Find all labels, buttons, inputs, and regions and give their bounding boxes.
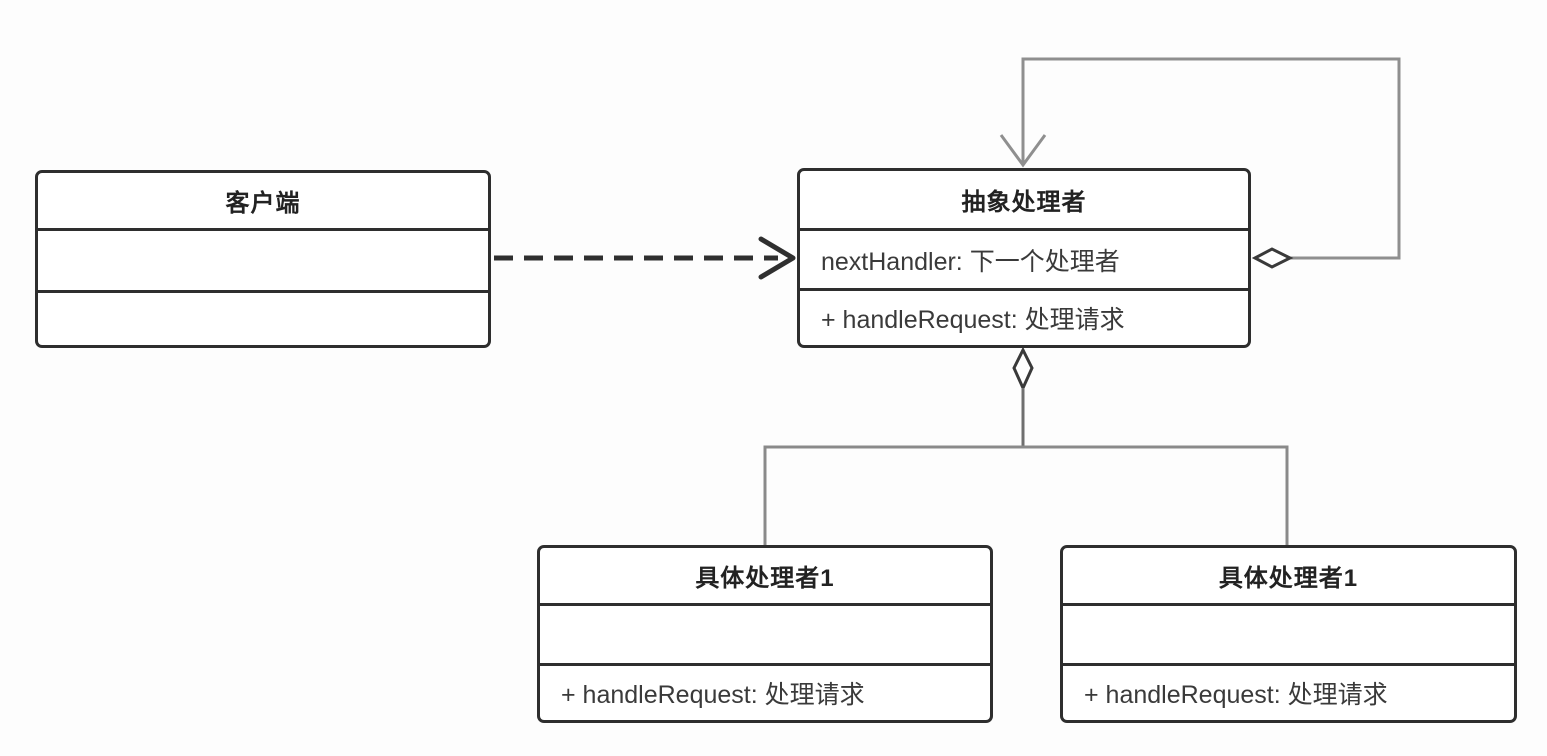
class-attributes	[540, 603, 990, 663]
children-aggregation-tree	[763, 346, 1289, 545]
class-box-concrete-handler-left: 具体处理者1 + handleRequest: 处理请求	[537, 545, 993, 723]
dependency-arrow	[494, 236, 796, 280]
class-attributes: nextHandler: 下一个处理者	[800, 228, 1248, 288]
class-title: 具体处理者1	[1218, 565, 1359, 592]
open-arrowhead-icon	[758, 236, 796, 280]
aggregation-diamond-bottom-icon	[1012, 346, 1034, 392]
loop-arrowhead-icon	[999, 134, 1047, 168]
class-methods: + handleRequest: 处理请求	[540, 663, 990, 720]
class-box-client: 客户端	[35, 170, 491, 348]
class-methods	[38, 290, 488, 345]
class-methods: + handleRequest: 处理请求	[800, 288, 1248, 345]
aggregation-diamond-right-icon	[1251, 247, 1294, 269]
class-title: 抽象处理者	[961, 189, 1087, 216]
class-title: 具体处理者1	[695, 565, 835, 592]
class-title: 客户端	[225, 190, 301, 217]
class-box-abstract-handler: 抽象处理者 nextHandler: 下一个处理者 + handleReques…	[797, 168, 1251, 348]
class-box-concrete-handler-right: 具体处理者1 + handleRequest: 处理请求	[1060, 545, 1517, 723]
class-methods: + handleRequest: 处理请求	[1063, 663, 1514, 720]
class-attributes	[38, 228, 488, 290]
class-attributes	[1063, 603, 1514, 663]
